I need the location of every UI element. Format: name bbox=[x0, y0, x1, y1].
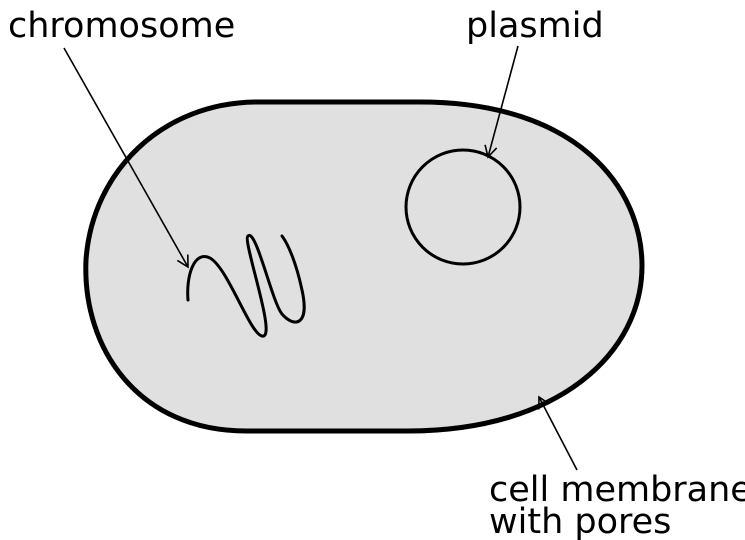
plasmid-label: plasmid bbox=[466, 6, 604, 46]
membrane-label-line2: with pores bbox=[489, 502, 671, 540]
chromosome-label: chromosome bbox=[8, 6, 235, 46]
membrane-pointer bbox=[539, 397, 577, 470]
cell-membrane bbox=[86, 102, 642, 431]
